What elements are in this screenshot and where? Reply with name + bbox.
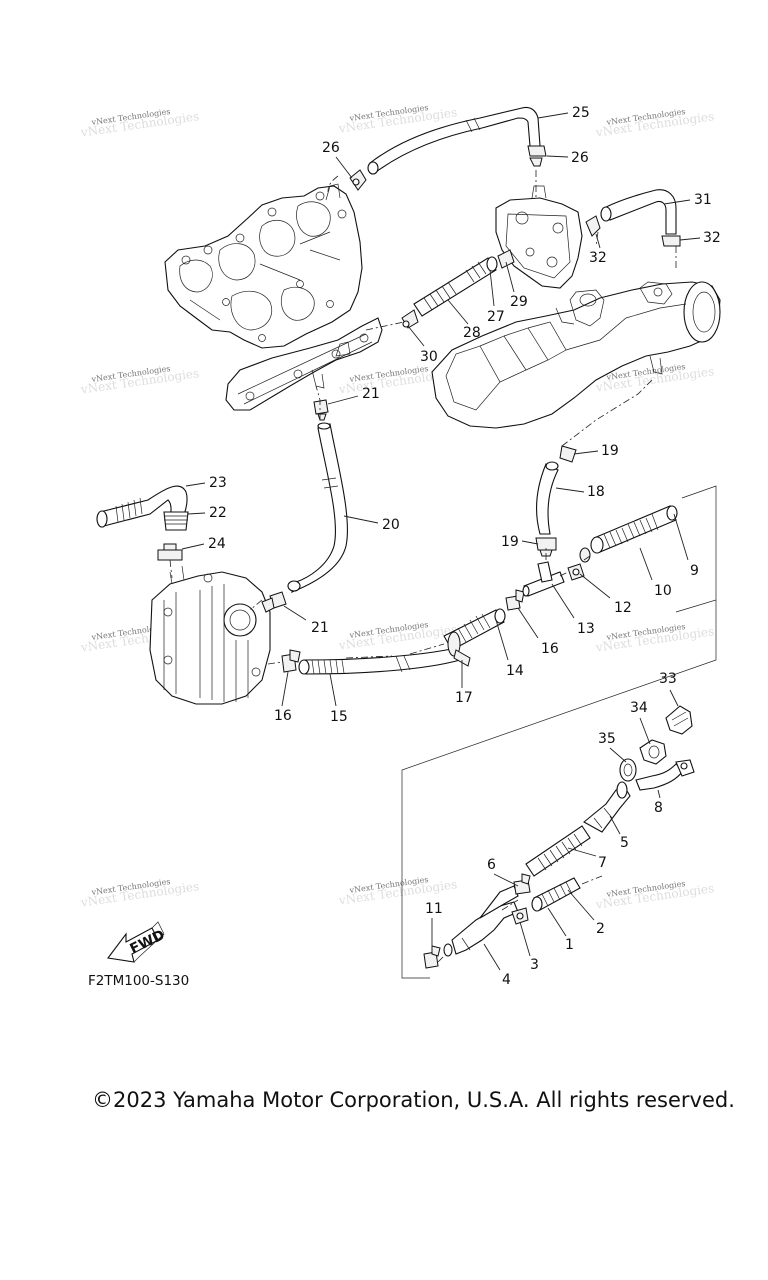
hose-1-2	[531, 877, 581, 912]
exhaust-body	[431, 281, 721, 429]
callout-4: 4	[502, 972, 511, 988]
hose-22	[163, 511, 189, 531]
callout-30: 30	[420, 349, 438, 365]
clamp-10-end	[579, 547, 591, 563]
clamp-6	[513, 873, 531, 895]
callout-2: 2	[596, 921, 605, 937]
connection-lines	[169, 170, 677, 963]
hose-20	[287, 422, 349, 593]
hose-7	[525, 825, 591, 877]
pipe-8	[635, 759, 695, 791]
callout-32: 32	[703, 230, 721, 246]
hose-18	[535, 445, 577, 557]
fitting-5	[583, 781, 631, 833]
leader-lines	[181, 112, 701, 971]
callout-25: 25	[572, 105, 590, 121]
callout-33: 33	[659, 671, 677, 687]
callout-17: 17	[455, 690, 473, 706]
throttle-body	[149, 565, 271, 705]
callout-1: 1	[565, 937, 574, 953]
clamp-3	[511, 907, 529, 925]
callout-22: 22	[209, 505, 227, 521]
callout-32: 32	[589, 250, 607, 266]
exhaust-manifold	[164, 183, 363, 349]
callout-18: 18	[587, 484, 605, 500]
callout-16: 16	[274, 708, 292, 724]
fitting-33	[665, 705, 693, 735]
clamp-32-right	[661, 235, 681, 247]
group-bracket-upper	[675, 485, 717, 613]
washer-35	[619, 758, 637, 782]
clamp-12	[567, 563, 585, 581]
callout-11: 11	[425, 901, 443, 917]
callout-20: 20	[382, 517, 400, 533]
hose-10	[590, 505, 678, 554]
hose-15	[298, 647, 461, 675]
callout-9: 9	[690, 563, 699, 579]
callout-6: 6	[487, 857, 496, 873]
callout-19: 19	[601, 443, 619, 459]
hose-28	[401, 249, 515, 329]
callout-10: 10	[654, 583, 672, 599]
wye-fitting-4	[443, 885, 519, 957]
clamp-26-right	[527, 145, 547, 167]
callout-26: 26	[322, 140, 340, 156]
callout-21: 21	[311, 620, 329, 636]
callout-15: 15	[330, 709, 348, 725]
t-joint-13	[522, 561, 565, 597]
callout-28: 28	[463, 325, 481, 341]
clamp-16-lower	[281, 649, 301, 673]
callout-21: 21	[362, 386, 380, 402]
diagram-code: F2TM100-S130	[88, 973, 190, 989]
clamp-24	[157, 543, 183, 561]
clamp-26-left	[349, 169, 367, 191]
callout-29: 29	[510, 294, 528, 310]
clamp-21-upper	[313, 399, 329, 421]
callout-24: 24	[208, 536, 226, 552]
callout-26: 26	[571, 150, 589, 166]
nut-34	[639, 739, 667, 765]
exhaust-plate	[225, 317, 383, 411]
callout-27: 27	[487, 309, 505, 325]
callout-8: 8	[654, 800, 663, 816]
callout-31: 31	[694, 192, 712, 208]
water-jacket-bracket	[495, 185, 583, 289]
callout-3: 3	[530, 957, 539, 973]
hose-31	[600, 189, 677, 235]
clamp-11	[423, 945, 441, 969]
callout-13: 13	[577, 621, 595, 637]
callout-12: 12	[614, 600, 632, 616]
callout-5: 5	[620, 835, 629, 851]
clamp-21-lower	[261, 591, 287, 613]
copyright-notice: ©2023 Yamaha Motor Corporation, U.S.A. A…	[92, 1088, 735, 1112]
callout-14: 14	[506, 663, 524, 679]
clamp-16-upper	[505, 589, 525, 611]
callout-34: 34	[630, 700, 648, 716]
axis-line-lower	[581, 875, 603, 885]
callout-labels: 2526263132322927283021191823222420199101…	[208, 105, 721, 988]
clamp-32-left	[585, 215, 601, 237]
callout-19: 19	[501, 534, 519, 550]
hose-14	[443, 608, 506, 667]
fwd-arrow-icon: FWD	[107, 921, 167, 963]
callout-7: 7	[598, 855, 607, 871]
callout-16: 16	[541, 641, 559, 657]
group-bracket-lower	[401, 600, 717, 979]
callout-23: 23	[209, 475, 227, 491]
callout-35: 35	[598, 731, 616, 747]
